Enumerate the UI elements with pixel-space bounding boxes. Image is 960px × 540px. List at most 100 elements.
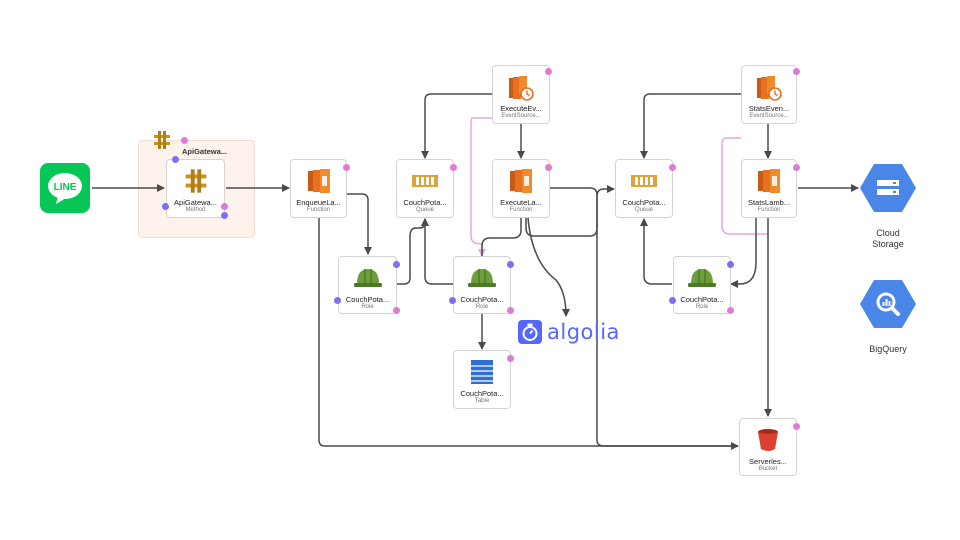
node-couch-potato-table[interactable]: CouchPota... Table [453, 350, 511, 409]
edge-execute-fn-to-bucket [550, 187, 738, 447]
lambda-function-icon [508, 168, 534, 199]
node-stats-function[interactable]: StatsLamb... Function [741, 159, 797, 218]
event-source-icon [755, 74, 783, 107]
connection-handle[interactable] [393, 307, 400, 314]
node-type: EventSource... [501, 113, 541, 119]
edge-role-3-to-queue-2 [640, 218, 672, 285]
edge-stats-fn-to-role-3 [730, 218, 757, 288]
node-name: StatsEven... [748, 104, 790, 113]
iam-role-helmet-icon [353, 265, 383, 296]
node-couch-potato-role-1[interactable]: CouchPota... Role [338, 256, 397, 314]
node-type: Function [509, 207, 533, 213]
node-name: Serverles... [749, 457, 787, 466]
connection-handle[interactable] [545, 68, 552, 75]
bigquery-icon[interactable] [860, 278, 916, 335]
connection-handle[interactable] [343, 164, 350, 171]
event-source-icon [507, 74, 535, 107]
node-stats-event-source[interactable]: StatsEven... EventSource... [741, 65, 797, 124]
node-name: ExecuteLa... [500, 198, 542, 207]
node-type: EventSource... [749, 113, 789, 119]
edge-execute-event-to-queue-1 [421, 93, 492, 159]
connection-handle[interactable] [393, 261, 400, 268]
node-type: Method [185, 207, 206, 213]
connection-handle[interactable] [162, 203, 169, 210]
connection-handle[interactable] [793, 164, 800, 171]
connection-handle[interactable] [507, 261, 514, 268]
dynamodb-table-icon [470, 359, 494, 390]
line-logo-text: LINE [54, 182, 77, 193]
edge-stats-event-to-queue-2 [640, 93, 741, 159]
algolia-stopwatch-icon [518, 320, 542, 344]
node-name: ExecuteEv... [500, 104, 542, 113]
node-api-gateway-method[interactable]: ApiGatewa... Method [166, 159, 225, 218]
connection-handle[interactable] [221, 203, 228, 210]
node-name: CouchPota... [460, 389, 504, 398]
node-execute-event-source[interactable]: ExecuteEv... EventSource... [492, 65, 550, 124]
connection-handle[interactable] [793, 68, 800, 75]
node-type: Function [306, 207, 330, 213]
connection-handle[interactable] [334, 297, 341, 304]
node-name: CouchPota... [345, 295, 390, 304]
connection-handle[interactable] [449, 297, 456, 304]
connection-handle[interactable] [727, 261, 734, 268]
line-app-icon[interactable]: LINE [40, 163, 90, 218]
connection-handle[interactable] [507, 355, 514, 362]
sqs-queue-icon [630, 168, 658, 199]
edge-role-2-to-queue-1 [421, 218, 453, 285]
edge-execute-event-to-role [470, 117, 492, 257]
node-serverless-bucket[interactable]: Serverles... Bucket [739, 418, 797, 476]
node-name: ApiGatewa... [174, 198, 217, 207]
connection-handle[interactable] [507, 307, 514, 314]
node-name: CouchPota... [622, 198, 666, 207]
node-couch-potato-role-2[interactable]: CouchPota... Role [453, 256, 511, 314]
algolia-wordmark: algolia [547, 320, 620, 344]
iam-role-helmet-icon [687, 265, 717, 296]
bigquery-label: BigQuery [869, 344, 907, 354]
node-name: CouchPota... [680, 295, 724, 304]
connection-handle[interactable] [221, 212, 228, 219]
node-name: CouchPota... [460, 295, 504, 304]
edge-stats-event-to-role [721, 137, 769, 235]
connection-handle[interactable] [669, 297, 676, 304]
node-type: Function [757, 207, 781, 213]
sqs-queue-icon [411, 168, 439, 199]
node-enqueue-function[interactable]: EnqueueLa... Function [290, 159, 347, 218]
connection-handle[interactable] [172, 156, 179, 163]
connection-handle[interactable] [545, 164, 552, 171]
connection-handle[interactable] [181, 137, 188, 144]
node-type: Table [474, 398, 490, 404]
connection-handle[interactable] [669, 164, 676, 171]
node-name: CouchPota... [403, 198, 447, 207]
s3-bucket-icon [756, 427, 780, 458]
api-gateway-group-label: ApiGatewa... [182, 147, 228, 156]
connection-handle[interactable] [727, 307, 734, 314]
node-execute-function[interactable]: ExecuteLa... Function [492, 159, 550, 218]
algolia-logo[interactable]: algolia [518, 320, 620, 344]
edge-execute-fn-to-algolia [527, 217, 570, 317]
lambda-function-icon [306, 168, 332, 199]
node-couch-potato-role-3[interactable]: CouchPota... Role [673, 256, 731, 314]
edge-role-1-to-queue-1 [397, 218, 429, 285]
cloud-storage-icon[interactable] [860, 162, 916, 219]
iam-role-helmet-icon [467, 265, 497, 296]
edge-enqueue-to-bucket [318, 218, 739, 450]
node-type: Bucket [758, 466, 778, 472]
node-type: Role [475, 304, 489, 310]
node-type: Queue [415, 207, 434, 213]
node-type: Role [361, 304, 374, 310]
api-gateway-icon [183, 168, 209, 199]
node-name: StatsLamb... [747, 198, 791, 207]
edge-enqueue-to-role-1 [347, 193, 372, 255]
cloud-storage-label: Cloud Storage [872, 228, 904, 249]
connection-handle[interactable] [793, 423, 800, 430]
lambda-function-icon [756, 168, 782, 199]
node-type: Role [695, 304, 709, 310]
api-gateway-icon [152, 130, 172, 155]
node-type: Queue [634, 207, 653, 213]
edge-execute-fn-to-queue-2 [525, 185, 615, 237]
connection-handle[interactable] [450, 164, 457, 171]
node-name: EnqueueLa... [296, 198, 341, 207]
node-couch-potato-queue-2[interactable]: CouchPota... Queue [615, 159, 673, 218]
node-couch-potato-queue-1[interactable]: CouchPota... Queue [396, 159, 454, 218]
